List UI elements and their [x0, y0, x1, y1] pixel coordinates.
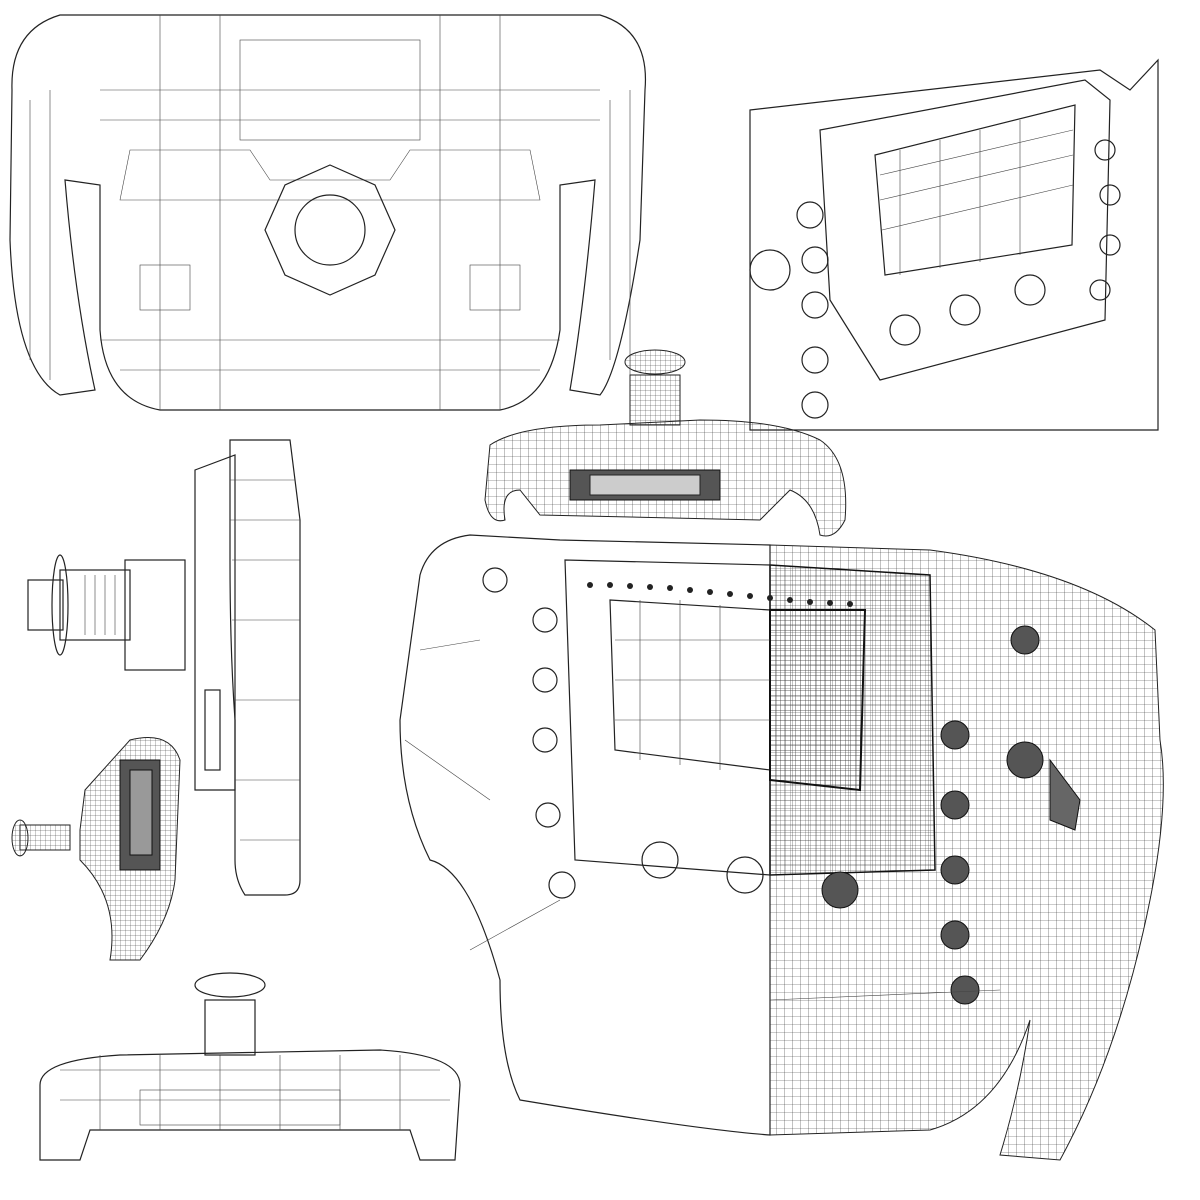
front-view [9, 14, 647, 411]
perspective-main-view [399, 534, 1164, 1161]
bottom-view [39, 972, 461, 1161]
side-view [27, 439, 301, 896]
top-view [484, 349, 847, 537]
closeup-view [748, 35, 1159, 440]
perspective-small-view [11, 737, 181, 961]
